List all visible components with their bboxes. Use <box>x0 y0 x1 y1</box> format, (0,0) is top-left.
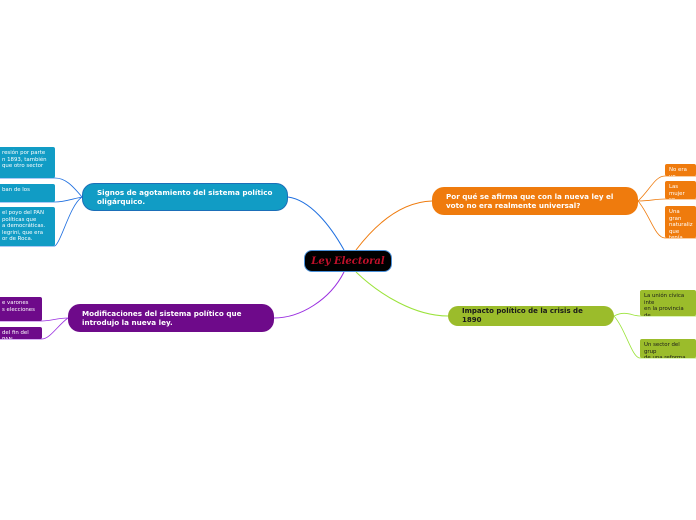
subtopic-signos-2[interactable]: ban de los <box>0 184 55 202</box>
subtopic-universal-1[interactable]: No era un <box>665 164 696 176</box>
subtopic-modificaciones-1[interactable]: e varones s elecciones <box>0 297 42 321</box>
link-impacto-2 <box>613 315 641 359</box>
subtopic-impacto-1[interactable]: La unión cívica inte en la provincia de … <box>640 290 696 316</box>
topic-voto-universal[interactable]: Por qué se afirma que con la nueva ley e… <box>432 187 638 215</box>
link-universal-3 <box>637 200 666 239</box>
link-modificaciones-2 <box>41 317 69 340</box>
link-central-modificaciones <box>273 271 345 319</box>
link-central-impacto <box>355 271 449 317</box>
link-universal-1 <box>637 175 666 202</box>
subtopic-universal-3[interactable]: Una gran naturaliz que tenía menores d <box>665 206 696 238</box>
link-modificaciones-1 <box>41 317 69 322</box>
subtopic-signos-1[interactable]: resión por parte n 1893, también que otr… <box>0 147 55 178</box>
central-topic[interactable]: Ley Electoral <box>304 250 392 272</box>
link-central-signos <box>287 196 345 251</box>
topic-signos-title: Signos de agotamiento del sistema políti… <box>97 187 273 207</box>
subtopic-universal-2[interactable]: Las mujer se perdie <box>665 181 696 199</box>
link-impacto-1 <box>613 312 641 317</box>
link-central-universal <box>355 200 433 251</box>
topic-modificaciones[interactable]: Modificaciones del sistema político que … <box>68 304 274 332</box>
topic-universal-title: Por qué se afirma que con la nueva ley e… <box>446 191 614 211</box>
subtopic-impacto-2[interactable]: Un sector del grup de una reforma de <box>640 339 696 358</box>
link-signos-2 <box>54 196 83 203</box>
link-signos-1 <box>54 177 83 198</box>
link-universal-2 <box>637 198 666 202</box>
topic-impacto-title: Impacto político de la crisis de 1890 <box>462 306 583 325</box>
topic-signos-agotamiento[interactable]: Signos de agotamiento del sistema políti… <box>82 183 288 211</box>
link-signos-3 <box>54 196 83 247</box>
topic-modificaciones-title: Modificaciones del sistema político que … <box>82 308 242 328</box>
subtopic-modificaciones-2[interactable]: del fin del PAN <box>0 327 42 339</box>
subtopic-signos-3[interactable]: el poyo del PAN políticas que a democrát… <box>0 207 55 246</box>
topic-impacto-crisis[interactable]: Impacto político de la crisis de 1890 <box>448 306 614 326</box>
